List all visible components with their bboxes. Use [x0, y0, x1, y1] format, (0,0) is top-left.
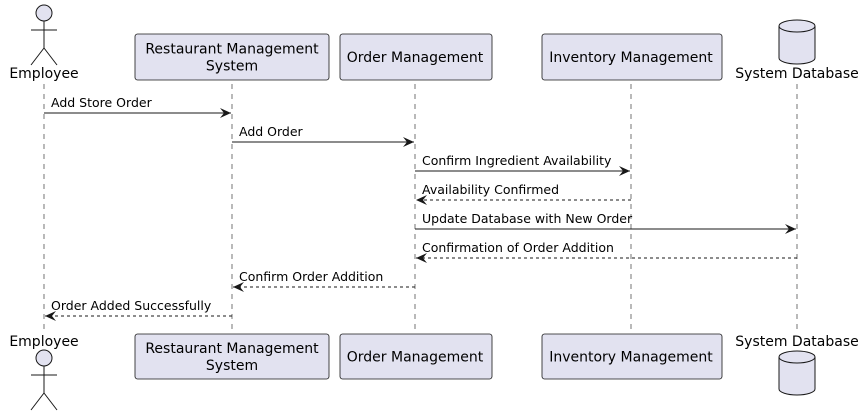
participant-label: Inventory Management	[549, 50, 713, 66]
participant-box	[134, 33, 330, 81]
database-db-bottom: System Database	[735, 334, 859, 396]
participant-label: Employee	[9, 334, 78, 350]
message-7: Confirm Order Addition	[233, 269, 415, 292]
participant-label: Order Management	[347, 350, 484, 366]
message-3: Confirm Ingredient Availability	[415, 153, 630, 176]
participant-box	[339, 333, 493, 380]
cylinder-database-icon	[778, 350, 816, 396]
participant-label: System	[206, 59, 258, 75]
message-2: Add Order	[232, 124, 414, 147]
message-label: Availability Confirmed	[422, 182, 559, 197]
message-label: Add Store Order	[51, 95, 153, 110]
message-6: Confirmation of Order Addition	[416, 240, 797, 263]
participant-label: Inventory Management	[549, 350, 713, 366]
participant-om-bottom: Order Management	[339, 333, 493, 380]
message-label: Add Order	[239, 124, 304, 139]
message-5: Update Database with New Order	[415, 211, 796, 234]
participant-box	[541, 333, 723, 380]
message-label: Update Database with New Order	[422, 211, 633, 226]
message-8: Order Added Successfully	[45, 298, 232, 321]
message-4: Availability Confirmed	[416, 182, 631, 205]
participant-label: Restaurant Management	[145, 341, 319, 357]
cylinder-database-icon	[778, 19, 816, 65]
participant-label: Order Management	[347, 50, 484, 66]
participant-im-bottom: Inventory Management	[541, 333, 723, 380]
stick-figure-icon	[30, 4, 58, 66]
participant-label: System Database	[735, 66, 858, 82]
participant-im-top: Inventory Management	[541, 33, 723, 81]
message-label: Order Added Successfully	[51, 298, 212, 313]
actor-employee-bottom: Employee	[9, 334, 79, 411]
message-label: Confirm Order Addition	[239, 269, 383, 284]
participant-label: Employee	[9, 66, 78, 82]
participant-label: Restaurant Management	[145, 42, 319, 58]
participant-box	[134, 333, 330, 380]
message-label: Confirmation of Order Addition	[422, 240, 614, 255]
stick-figure-icon	[30, 349, 58, 411]
participant-box	[541, 33, 723, 81]
participant-label: System Database	[735, 334, 858, 350]
message-label: Confirm Ingredient Availability	[422, 153, 612, 168]
participant-om-top: Order Management	[339, 33, 493, 81]
participant-box	[339, 33, 493, 81]
message-1: Add Store Order	[44, 95, 231, 118]
participant-label: System	[206, 358, 258, 374]
database-db-top: System Database	[735, 19, 859, 82]
actor-employee-top: Employee	[9, 4, 79, 82]
